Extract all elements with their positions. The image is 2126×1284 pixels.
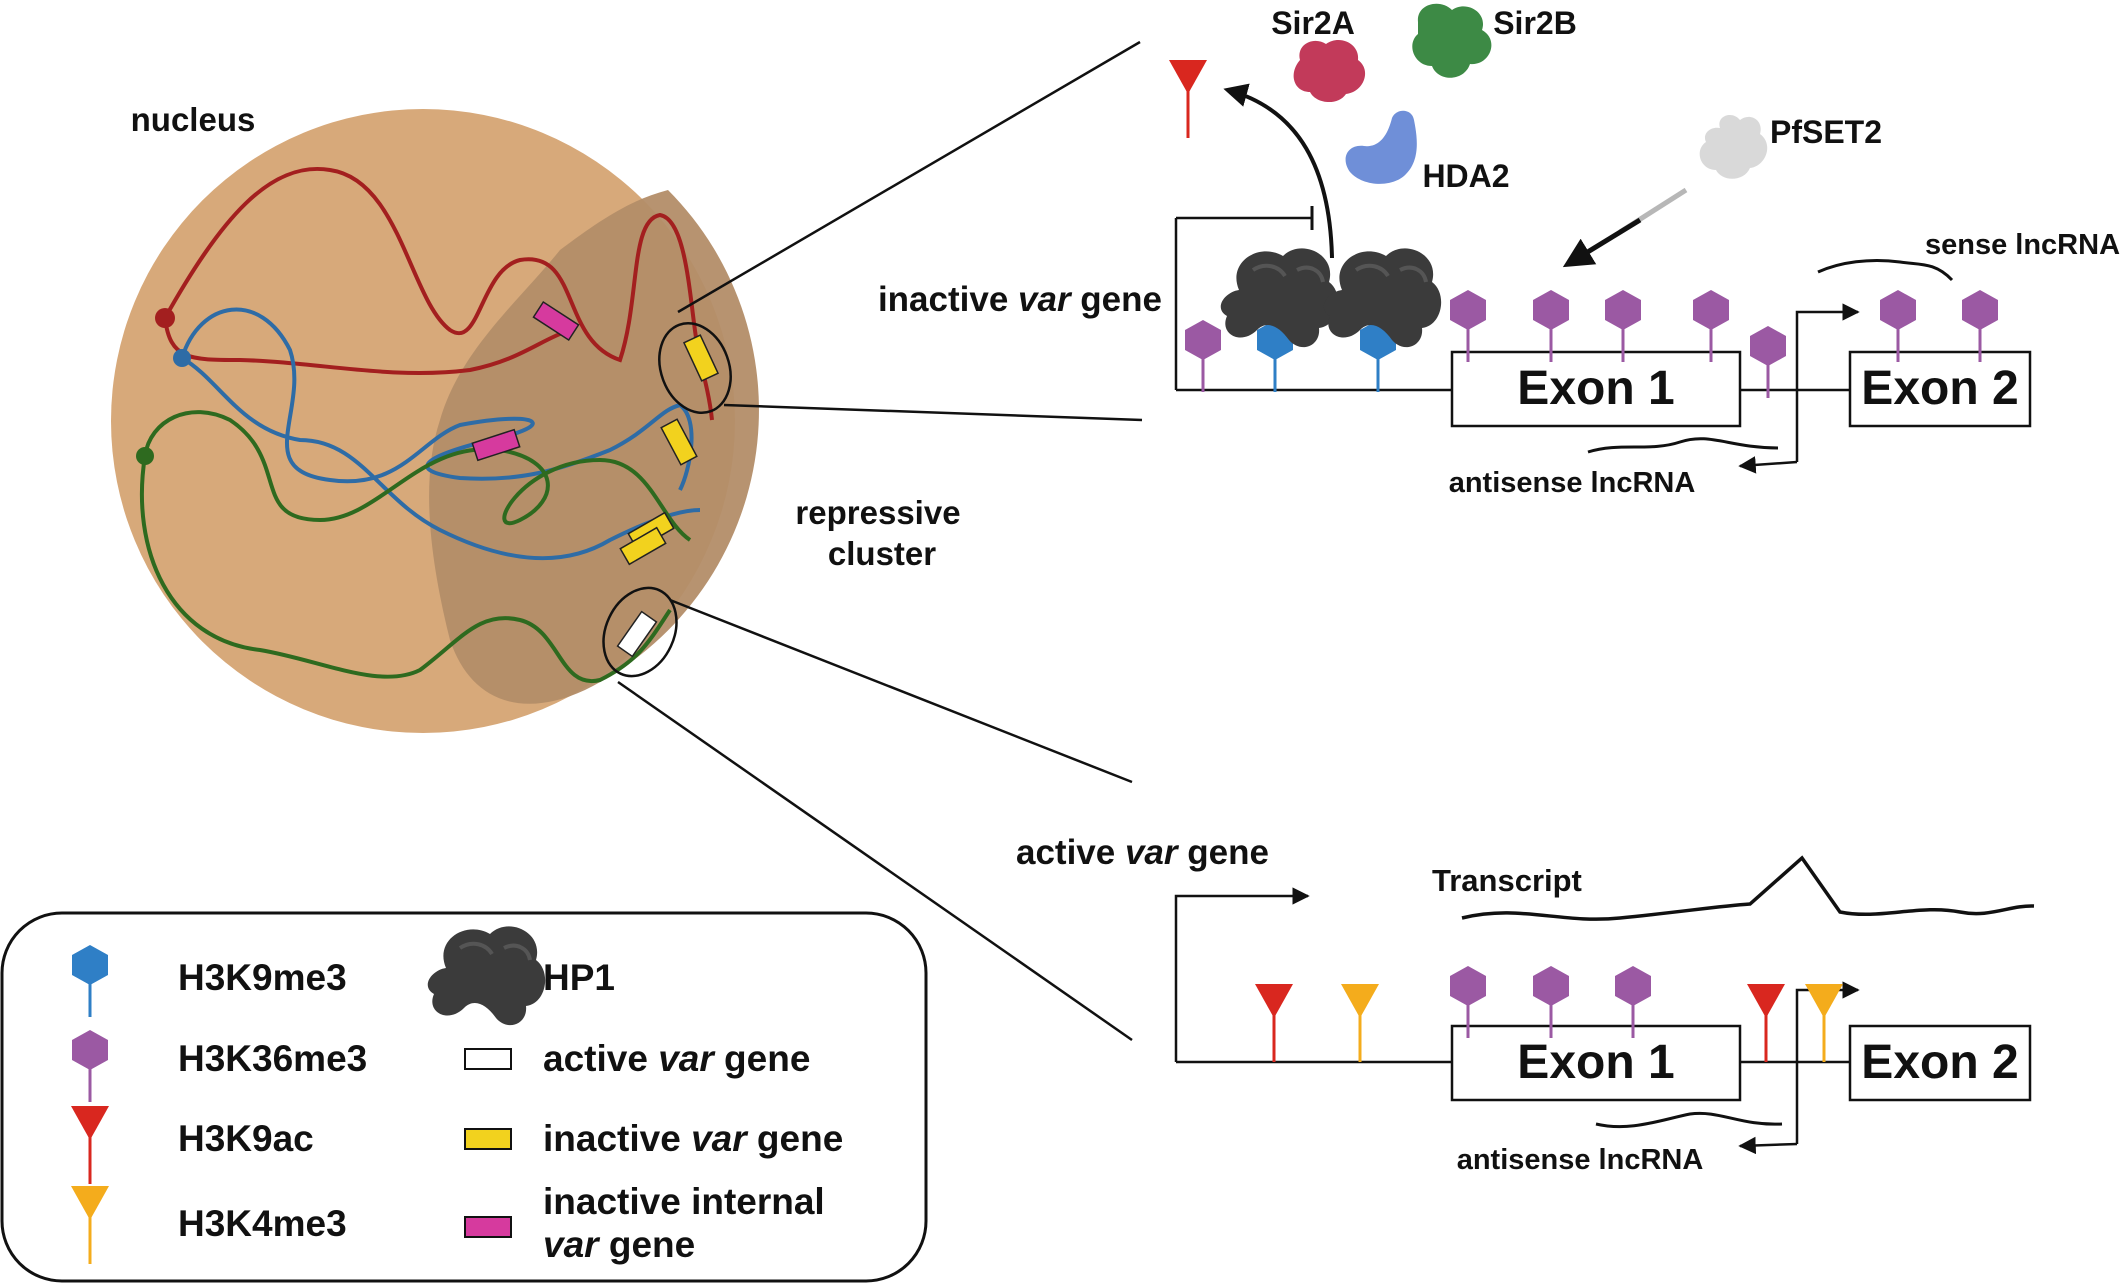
active-var-gene-panel: active var gene Exon 1 Exon 2 Transcript…	[1016, 833, 2035, 1176]
legend-inactive-gene-icon	[464, 1128, 512, 1150]
intron-promoter-sense-arrow	[1795, 303, 1860, 462]
legend-inactive-gene-label: inactive var gene	[543, 1118, 843, 1159]
active-antisense-lncrna-label: antisense lncRNA	[1457, 1144, 1704, 1176]
inactive-exon2-box	[1848, 350, 2032, 428]
active-gene-in-nucleus	[616, 610, 658, 658]
inactive-var-gene-panel: inactive var gene Exon 1 Exon 2 sense ln…	[878, 3, 2120, 499]
legend-h3k9me3-label: H3K9me3	[178, 957, 347, 998]
centromere-green	[136, 447, 154, 465]
h3k9ac-mark	[1253, 982, 1295, 1064]
legend-h3k36me3-label: H3K36me3	[178, 1038, 367, 1079]
legend-h3k9ac-label: H3K9ac	[178, 1118, 314, 1159]
active-exon1-box	[1450, 1024, 1742, 1102]
inactive-panel-title: inactive var gene	[878, 280, 1162, 319]
antisense-lncrna-label: antisense lncRNA	[1449, 467, 1696, 499]
cluster-label-line2: cluster	[828, 535, 936, 572]
pfset2-protein	[1699, 114, 1768, 179]
active-exon2-label: Exon 2	[1861, 1036, 2018, 1089]
active-promoter-arrow	[1174, 887, 1310, 1062]
inactive-gene-2	[660, 418, 698, 466]
cluster-label-line1: repressive	[795, 494, 960, 531]
legend-active-gene-icon	[464, 1048, 512, 1070]
h3k9ac-removed-mark	[1167, 58, 1209, 140]
repressive-cluster-region	[429, 190, 759, 704]
sir2a-protein	[1293, 39, 1366, 103]
chromosome-red	[163, 166, 714, 421]
sense-lncrna-label: sense lncRNA	[1925, 229, 2120, 261]
h3k4me3-mark	[1803, 982, 1845, 1064]
active-antisense-lncrna-line	[1595, 1111, 1783, 1129]
intron-promoter-antisense-arrow	[1738, 456, 1798, 474]
legend: H3K9me3 H3K36me3 H3K9ac H3K4me3 HP1 acti…	[0, 911, 928, 1283]
nucleus-label: nucleus	[131, 101, 256, 138]
h3k36me3-mark	[1748, 324, 1788, 400]
h3k9ac-mark	[1745, 982, 1787, 1064]
inactive-internal-gene-2	[471, 428, 521, 462]
h3k4me3-mark	[1339, 982, 1381, 1064]
transcript-line	[1461, 855, 2035, 921]
inactive-exon1-label: Exon 1	[1517, 362, 1674, 415]
pfset2-arrow	[1562, 217, 1642, 268]
legend-hp1-label: HP1	[543, 957, 615, 998]
zoom-circle-active	[602, 586, 678, 678]
centromere-blue	[173, 349, 191, 367]
sir2b-protein	[1412, 3, 1492, 78]
hda2-protein	[1345, 110, 1417, 184]
transcript-label: Transcript	[1432, 863, 1582, 898]
inactive-gene-4	[619, 526, 667, 566]
inactive-exon1-box	[1450, 350, 1742, 428]
legend-internal-gene-label-line1: inactive internal	[543, 1181, 825, 1222]
active-panel-title: active var gene	[1016, 833, 1269, 872]
active-exon1-label: Exon 1	[1517, 1036, 1674, 1089]
chromosome-blue	[180, 307, 701, 561]
zoom-circle-inactive	[658, 321, 732, 415]
inactive-exon2-label: Exon 2	[1861, 362, 2018, 415]
centromere-red	[155, 308, 175, 328]
legend-h3k4me3-label: H3K4me3	[178, 1203, 347, 1244]
inactive-gene-1	[682, 334, 720, 382]
zoom-lines	[617, 40, 1143, 1042]
hda2-label: HDA2	[1422, 158, 1509, 194]
sense-lncrna-line	[1817, 259, 1954, 282]
legend-active-gene-label: active var gene	[543, 1038, 810, 1079]
legend-internal-gene-label-line2: var gene	[543, 1224, 695, 1265]
h3k36me3-mark	[1183, 318, 1223, 394]
active-intron-antisense-arrow	[1738, 1136, 1798, 1155]
legend-box	[0, 911, 928, 1283]
pfset2-label: PfSET2	[1770, 114, 1882, 150]
deacetylation-arrow	[1223, 83, 1334, 259]
antisense-lncrna-line	[1587, 437, 1779, 454]
inactive-internal-gene-1	[532, 300, 580, 342]
legend-internal-gene-icon	[464, 1216, 512, 1238]
sir2a-label: Sir2A	[1271, 5, 1355, 41]
active-exon2-box	[1848, 1024, 2032, 1102]
sir2b-label: Sir2B	[1493, 5, 1577, 41]
nucleus: nucleus repressive cluster	[111, 101, 961, 733]
